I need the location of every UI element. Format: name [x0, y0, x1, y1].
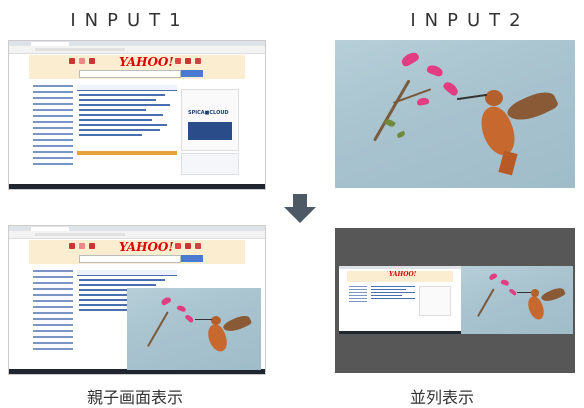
flower [441, 79, 461, 98]
pip-screen: YAHOO! [8, 225, 266, 375]
bird-wing [540, 285, 566, 305]
browser-window-half: YAHOO! [339, 266, 461, 334]
flower [425, 63, 445, 78]
input2-image [335, 40, 575, 188]
taskbar [339, 331, 461, 334]
yahoo-banner [347, 271, 453, 282]
yahoo-logo[interactable]: YAHOO! [119, 240, 174, 254]
url-field[interactable] [35, 48, 125, 51]
leaf [396, 130, 406, 139]
flower [399, 50, 421, 68]
flower-stem [477, 288, 495, 317]
taskbar [9, 369, 265, 374]
leaf [384, 117, 396, 129]
news-icon[interactable] [175, 58, 181, 64]
bird-beak [457, 93, 487, 101]
auction-icon[interactable] [79, 243, 85, 249]
flower-stem [147, 311, 169, 347]
travel-icon[interactable] [89, 58, 95, 64]
calendar-icon[interactable] [195, 58, 201, 64]
address-bar[interactable] [9, 231, 265, 239]
news-list [371, 286, 415, 316]
bird-head [485, 90, 503, 106]
news-icon[interactable] [175, 243, 181, 249]
input2-label: INPUT2 [410, 10, 530, 31]
bird-beak [517, 292, 531, 293]
sidebar-menu [33, 270, 73, 366]
flower [488, 272, 498, 281]
search-box[interactable] [79, 255, 181, 263]
tab-bar [9, 226, 265, 231]
side-by-side-screen: YAHOO! [335, 228, 575, 373]
search-button[interactable] [181, 70, 203, 77]
ad-image [188, 122, 232, 140]
yahoo-logo[interactable]: YAHOO! [119, 55, 174, 69]
address-bar[interactable] [9, 46, 265, 54]
news-tabs[interactable] [77, 85, 177, 91]
url-field[interactable] [35, 233, 125, 236]
browser-tab[interactable] [31, 42, 69, 46]
auction-icon[interactable] [79, 58, 85, 64]
topic-bar [77, 151, 177, 155]
search-button[interactable] [181, 255, 203, 262]
service-icons [69, 243, 95, 249]
input1-screen: YAHOO! SPICA■CLOUD [8, 40, 266, 190]
flower-stem [373, 79, 411, 142]
flower [176, 304, 187, 313]
browser-tab[interactable] [31, 227, 69, 231]
down-arrow-icon [284, 194, 316, 223]
ad-panel[interactable]: SPICA■CLOUD [181, 89, 239, 151]
bird-wing [504, 86, 560, 128]
tab-bar [9, 41, 265, 46]
bird-beak [195, 319, 212, 320]
tab-bar [339, 266, 461, 269]
flower [500, 278, 510, 287]
news-tabs[interactable] [77, 270, 177, 276]
shopping-icon[interactable] [69, 58, 75, 64]
browser-window: YAHOO! SPICA■CLOUD [9, 41, 265, 189]
bird-head [211, 316, 221, 325]
service-icons [69, 58, 95, 64]
calendar-icon[interactable] [195, 243, 201, 249]
flower [416, 97, 430, 106]
bird-wing [221, 312, 253, 336]
input1-label: INPUT1 [70, 10, 190, 31]
weather-widget [181, 153, 239, 175]
shopping-icon[interactable] [69, 243, 75, 249]
news-list [79, 94, 175, 154]
pip-subwindow [127, 288, 261, 370]
flower [184, 313, 195, 324]
service-icons-right [175, 58, 201, 64]
side-by-side-label: 並列表示 [409, 388, 474, 407]
pip-label: 親子画面表示 [86, 388, 183, 407]
service-icons-right [175, 243, 201, 249]
mail-icon[interactable] [185, 58, 191, 64]
sidebar-menu [33, 85, 73, 181]
mail-icon[interactable] [185, 243, 191, 249]
bird-image-half [461, 266, 573, 334]
ad-text: SPICA■CLOUD [188, 110, 229, 116]
ad-panel[interactable] [419, 286, 451, 316]
search-box[interactable] [79, 70, 181, 78]
yahoo-logo[interactable]: YAHOO! [389, 271, 417, 278]
flower [160, 295, 172, 307]
sidebar-menu [349, 286, 367, 326]
travel-icon[interactable] [89, 243, 95, 249]
bird-head [531, 289, 539, 297]
taskbar [9, 184, 265, 189]
